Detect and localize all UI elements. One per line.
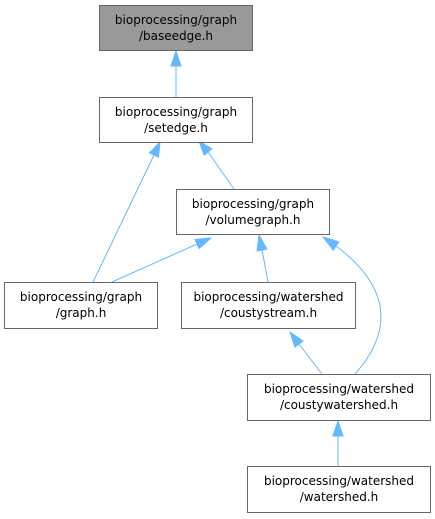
edge-arrowhead [170,49,182,67]
edge-graph-to-setedge [92,140,161,283]
edge-arrowhead [256,233,268,252]
edges-layer [92,49,382,466]
edge-arrowhead [198,139,213,157]
node-box [176,189,330,235]
edge-line [261,249,269,283]
edge-volumegraph-to-setedge [198,139,235,190]
edge-line [111,243,198,283]
edge-coustystream-to-volumegraph [256,233,269,283]
edge-line [298,343,323,375]
edge-arrowhead [332,419,344,437]
node-label-line1: bioprocessing/watershed [193,290,343,304]
edge-coustywatershed-to-coustystream [289,330,323,375]
node-box [99,97,253,143]
edge-line [335,245,382,375]
node-label-line1: bioprocessing/graph [115,13,237,27]
edge-arrowhead [321,236,340,251]
node-label-line1: bioprocessing/graph [192,197,314,211]
edge-arrowhead [194,237,213,250]
edge-watershed-to-coustywatershed [332,419,344,466]
node-label-line1: bioprocessing/watershed [264,474,414,488]
node-label-line2: /baseedge.h [139,29,213,43]
node-baseedge: bioprocessing/graph/baseedge.h [99,5,253,51]
node-coustywatershed[interactable]: bioprocessing/watershed/coustywatershed.… [247,374,431,421]
node-box [247,466,431,513]
node-label-line2: /coustystream.h [220,306,317,320]
node-label-line2: /graph.h [56,306,107,320]
node-volumegraph[interactable]: bioprocessing/graph/volumegraph.h [176,189,330,235]
node-label-line2: /setedge.h [144,121,208,135]
node-label-line1: bioprocessing/watershed [264,382,414,396]
node-box [4,282,158,329]
node-watershed[interactable]: bioprocessing/watershed/watershed.h [247,466,431,513]
node-box [99,5,253,51]
edge-arrowhead [289,330,304,348]
edge-graph-to-volumegraph [111,237,213,283]
edge-setedge-to-baseedge [170,49,182,97]
node-box [247,374,431,421]
nodes-layer: bioprocessing/graph/baseedge.hbioprocess… [4,5,431,513]
node-label-line2: /volumegraph.h [205,213,300,227]
node-label-line2: /coustywatershed.h [280,398,398,412]
node-label-line2: /watershed.h [300,490,379,504]
node-coustystream[interactable]: bioprocessing/watershed/coustystream.h [181,282,356,329]
node-graph[interactable]: bioprocessing/graph/graph.h [4,282,158,329]
node-label-line1: bioprocessing/graph [115,105,237,119]
edge-coustywatershed-to-volumegraph [321,236,382,375]
node-label-line1: bioprocessing/graph [20,290,142,304]
node-setedge[interactable]: bioprocessing/graph/setedge.h [99,97,253,143]
edge-line [207,151,235,190]
edge-line [92,154,155,283]
node-box [181,282,356,329]
edge-arrowhead [148,140,161,158]
